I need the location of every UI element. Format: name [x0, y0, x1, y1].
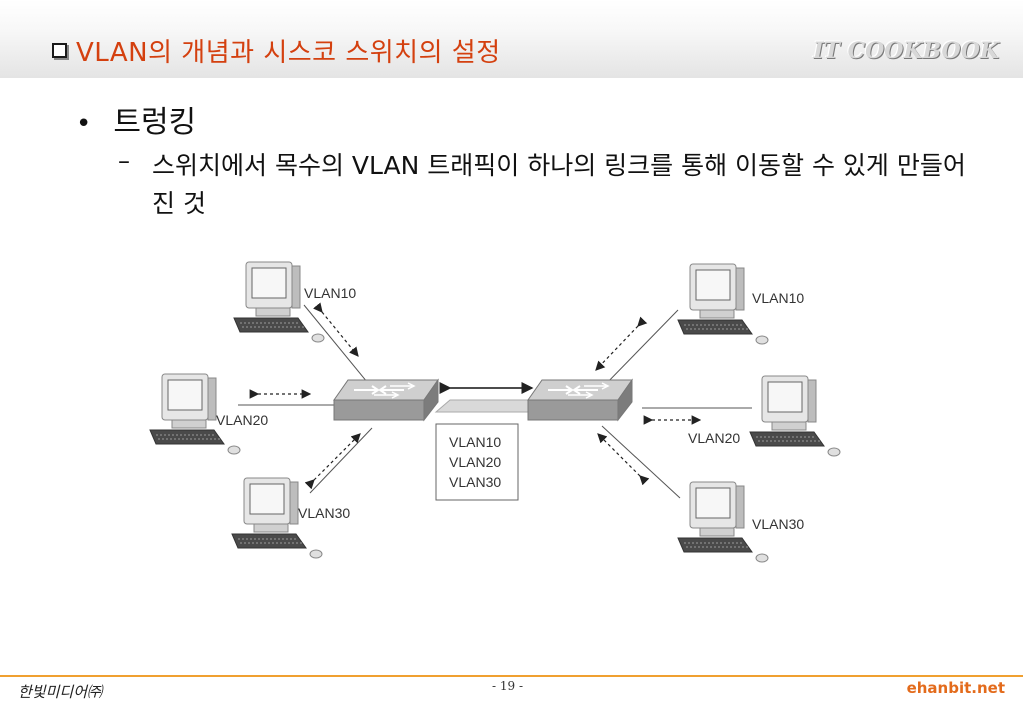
vlan-label: VLAN10 [304, 285, 356, 301]
network-switch-icon [333, 379, 439, 421]
checkbox-bullet-icon [52, 43, 67, 58]
trunk-vlan-label: VLAN10 [449, 434, 501, 450]
website-link[interactable]: ehanbit.net [906, 679, 1005, 697]
page-title: VLAN의 개념과 시스코 스위치의 설정 [76, 38, 501, 68]
dash-bullet-icon: – [118, 147, 130, 175]
slide-header: VLAN의 개념과 시스코 스위치의 설정 IT COOKBOOK [0, 0, 1023, 78]
page-number: - 19 - [492, 679, 524, 693]
title-row: VLAN의 개념과 시스코 스위치의 설정 [52, 32, 501, 69]
sub-bullet-item: – 스위치에서 목수의 VLAN 트래픽이 하나의 링크를 통해 이동할 수 있… [118, 147, 972, 223]
sub-bullet-text: 스위치에서 목수의 VLAN 트래픽이 하나의 링크를 통해 이동할 수 있게 … [152, 151, 966, 218]
bullet-item: • 트렁킹 [76, 97, 196, 141]
trunk-vlan-box: VLAN10 VLAN20 VLAN30 [435, 423, 519, 501]
bullet-text: 트렁킹 [113, 105, 197, 140]
footer-divider [0, 675, 1023, 677]
bullet-dot-icon: • [76, 109, 92, 139]
vlan-label: VLAN10 [752, 290, 804, 306]
trunk-vlan-label: VLAN20 [449, 454, 501, 470]
publisher-name: 한빛미디어㈜ [18, 683, 103, 701]
double-arrow-icon [249, 302, 702, 490]
vlan-label: VLAN20 [216, 412, 268, 428]
vlan-label: VLAN30 [298, 505, 350, 521]
computer-icon [233, 261, 325, 343]
brand-logo: IT COOKBOOK [813, 38, 999, 64]
network-switch-icon [527, 379, 633, 421]
vlan-label: VLAN30 [752, 516, 804, 532]
vlan-trunk-diagram: VLAN10 VLAN20 VLAN30 VLAN10 VLAN20 VLAN3… [149, 261, 841, 563]
computer-icon [749, 375, 841, 457]
vlan-label: VLAN20 [688, 430, 740, 446]
trunk-vlan-label: VLAN30 [449, 474, 501, 490]
